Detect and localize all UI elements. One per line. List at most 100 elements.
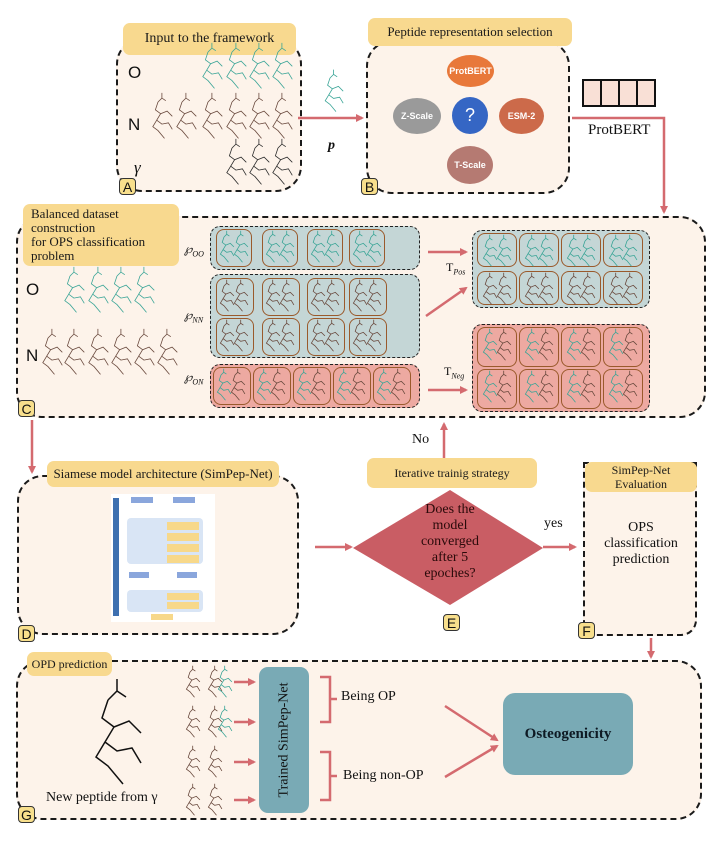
question-line: model <box>432 518 468 533</box>
pair-box <box>293 367 331 405</box>
panel-siamese-architecture-title: Siamese model architecture (SimPep-Net) <box>47 461 279 487</box>
pairset-label-on: ℘ON <box>184 370 204 386</box>
pair-box <box>561 327 601 367</box>
t-symbol: T <box>444 364 452 378</box>
pair-box <box>519 369 559 409</box>
option-tscale: T-Scale <box>447 146 493 184</box>
pair-box <box>333 367 371 405</box>
pair-box <box>307 229 343 267</box>
panel-letter-g: G <box>18 806 35 823</box>
arch-embed <box>177 572 197 578</box>
pair-box <box>349 229 385 267</box>
question-line: after 5 <box>431 550 469 565</box>
pairset-label-oo: ℘OO <box>184 242 204 258</box>
row-label-n: N <box>26 346 39 365</box>
panel-representation-title: Peptide representation selection <box>368 18 572 46</box>
arch-input-block <box>131 497 153 503</box>
arch-layer <box>167 533 199 541</box>
pair-box <box>262 278 300 316</box>
arch-embed <box>129 572 149 578</box>
protbert-vector <box>582 79 656 107</box>
no-label: No <box>412 432 430 447</box>
vector-cell <box>584 81 602 105</box>
panel-letter-d: D <box>18 625 35 642</box>
title-line: construction <box>31 220 96 235</box>
arch-layer <box>167 593 199 600</box>
option-zscale: Z-Scale <box>393 98 441 134</box>
pairset-label-nn: ℘NN <box>184 308 203 324</box>
pairset-sub: NN <box>192 315 204 325</box>
trained-model-label: Trained SimPep-Net <box>276 682 292 798</box>
pair-box <box>603 327 643 367</box>
pairset-sub: OO <box>192 249 204 259</box>
pair-box <box>262 318 300 356</box>
panel-evaluation-title: SimPep-Net Evaluation <box>585 462 697 492</box>
panel-letter-a: A <box>119 178 136 195</box>
panel-letter-b: B <box>361 178 378 195</box>
row-label-o: O <box>26 280 40 299</box>
pair-box <box>561 271 601 305</box>
osteogenicity-label: Osteogenicity <box>524 725 612 742</box>
title-line: problem <box>31 248 75 263</box>
row-label-o: O <box>128 63 142 82</box>
option-unknown-center: ? <box>452 97 488 134</box>
pair-box <box>603 369 643 409</box>
trained-simpep-net-box: Trained SimPep-Net <box>259 667 309 813</box>
option-esm2: ESM-2 <box>499 98 544 134</box>
arch-layer <box>167 555 199 563</box>
pair-box <box>477 271 517 305</box>
pair-box <box>216 318 254 356</box>
selected-representation-label: ProtBERT <box>588 122 651 138</box>
question-line: converged <box>420 534 480 549</box>
pair-box <box>262 229 298 267</box>
t-pos-label: TPos <box>446 260 465 276</box>
convergence-question: Does the model converged after 5 epoches… <box>392 502 508 582</box>
vector-cell <box>620 81 638 105</box>
pairset-symbol: ℘ <box>184 242 193 256</box>
arch-sidebar <box>113 498 119 616</box>
new-peptide-text: New peptide from γ <box>46 790 158 805</box>
body-line: classification <box>604 536 678 551</box>
panel-letter-e: E <box>443 614 460 631</box>
row-label-n: N <box>128 115 141 134</box>
option-protbert: ProtBERT <box>447 55 494 87</box>
pair-box <box>519 233 559 267</box>
pairset-symbol: ℘ <box>184 370 193 384</box>
outcome-being-non-op: Being non-OP <box>343 768 424 783</box>
panel-training-strategy-title: Iterative trainig strategy <box>367 458 537 488</box>
panel-dataset-construction-title: Balanced dataset construction for OPS cl… <box>23 204 179 266</box>
t-symbol: T <box>446 260 454 274</box>
simpep-net-architecture-figure <box>111 494 215 622</box>
title-line: Balanced dataset <box>31 206 119 221</box>
body-line: prediction <box>612 552 670 567</box>
panel-opd-prediction-title: OPD prediction <box>27 652 112 676</box>
peptide-molecule-icon <box>324 69 344 112</box>
arch-layer <box>167 544 199 552</box>
pair-box <box>213 367 251 405</box>
pair-box <box>253 367 291 405</box>
pair-box <box>349 278 387 316</box>
arch-layer <box>167 602 199 609</box>
question-line: Does the <box>425 502 475 517</box>
pair-box <box>216 278 254 316</box>
pair-box <box>373 367 411 405</box>
arch-input-block <box>173 497 195 503</box>
body-line: OPS <box>628 520 654 535</box>
pair-box <box>307 278 345 316</box>
vector-cell <box>602 81 620 105</box>
pair-box <box>603 233 643 267</box>
arch-layer <box>167 522 199 530</box>
pairset-sub: ON <box>192 377 204 387</box>
pair-box <box>477 327 517 367</box>
pair-box <box>216 229 252 267</box>
panel-input-title: Input to the framework <box>123 23 296 55</box>
vector-cell <box>638 81 654 105</box>
evaluation-body: OPS classification prediction <box>585 520 697 568</box>
pair-box <box>477 233 517 267</box>
panel-input <box>116 38 302 192</box>
pair-box <box>519 271 559 305</box>
row-label-gamma: γ <box>134 158 141 177</box>
yes-label: yes <box>544 516 563 531</box>
pair-box <box>349 318 387 356</box>
pair-box <box>307 318 345 356</box>
